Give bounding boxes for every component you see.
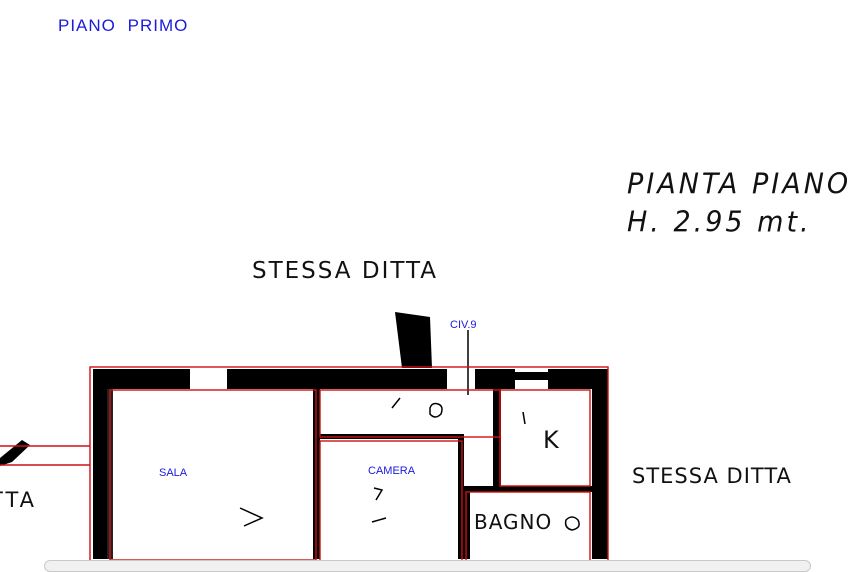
furniture-sketches	[239, 397, 580, 531]
outer-walls	[93, 369, 608, 559]
horizontal-scrollbar[interactable]	[44, 560, 811, 572]
left-wall-fragment	[0, 440, 30, 466]
plan-annotation: PIANTA PIANO H. 2.95 mt.	[627, 166, 849, 242]
neighbor-label-right: STESSA DITTA	[632, 464, 792, 488]
neighbor-label-left: TTA	[0, 488, 38, 512]
red-outlines	[0, 366, 609, 567]
room-label-camera: CAMERA	[368, 465, 416, 477]
entrance-label: CIV.9	[450, 319, 477, 331]
room-label-bagno: BAGNO	[474, 510, 553, 534]
room-label-sala: SALA	[159, 467, 188, 479]
plan-annotation-height: H. 2.95 mt.	[627, 206, 812, 239]
neighbor-label-top: STESSA DITTA	[252, 258, 438, 284]
floor-title: PIANO PRIMO	[58, 16, 189, 35]
plan-annotation-title: PIANTA PIANO	[627, 168, 849, 201]
chimney	[395, 312, 432, 368]
room-label-kitchen: K	[543, 426, 559, 454]
